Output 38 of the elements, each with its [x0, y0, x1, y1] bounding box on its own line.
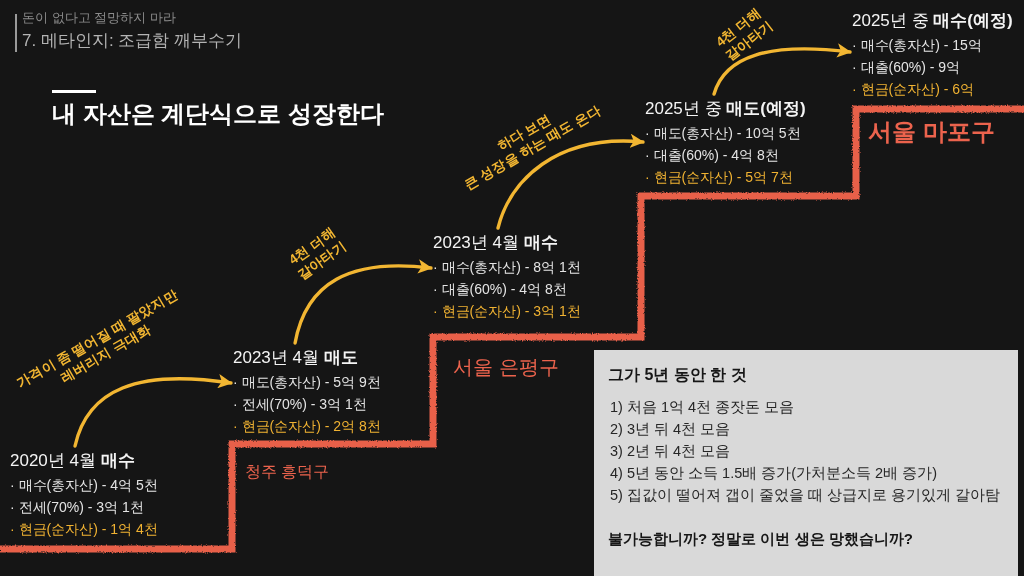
- list-item: 2) 3년 뒤 4천 모음: [609, 420, 732, 439]
- net-asset-line: · 현금(순자산) - 2억 8천: [233, 417, 381, 436]
- asset-line: · 전세(70%) - 3억 1천: [10, 498, 145, 517]
- asset-line: · 전세(70%) - 3억 1천: [233, 395, 368, 414]
- date-heading: 2023년 4월 매수: [433, 232, 559, 254]
- district-label: 서울 마포구: [868, 118, 995, 147]
- chapter-title: 7. 메타인지: 조급함 깨부수기: [22, 30, 243, 51]
- net-asset-line: · 현금(순자산) - 1억 4천: [10, 520, 158, 539]
- net-asset-line: · 현금(순자산) - 5억 7천: [645, 168, 794, 187]
- list-item: 4) 5년 동안 소득 1.5배 증가(가처분소득 2배 증가): [609, 464, 939, 483]
- curved-arrow: [73, 374, 233, 448]
- asset-line: · 대출(60%) - 4억 8천: [645, 146, 780, 165]
- asset-line: · 매도(총자산) - 10억 5천: [645, 124, 802, 143]
- asset-line: · 대출(60%) - 4억 8천: [433, 280, 568, 299]
- list-item: 5) 집값이 떨어져 갭이 줄었을 때 상급지로 용기있게 갈아탐: [609, 486, 1002, 505]
- asset-line: · 매도(총자산) - 5억 9천: [233, 373, 381, 392]
- net-asset-line: · 현금(순자산) - 3억 1천: [433, 302, 581, 321]
- curved-arrow: [712, 43, 852, 96]
- info-panel: [594, 350, 1018, 576]
- district-label: 청주 흥덕구: [245, 462, 330, 482]
- panel-heading: 그가 5년 동안 한 것: [608, 365, 748, 385]
- list-item: 1) 처음 1억 4천 종잣돈 모음: [609, 398, 796, 417]
- date-heading: 2023년 4월 매도: [233, 347, 359, 369]
- asset-line: · 매수(총자산) - 4억 5천: [10, 476, 158, 495]
- curved-arrow: [496, 134, 645, 230]
- slide-title: 내 자산은 계단식으로 성장한다: [52, 99, 384, 129]
- list-item: 3) 2년 뒤 4천 모음: [609, 442, 732, 461]
- asset-line: · 대출(60%) - 9억: [852, 58, 962, 77]
- asset-line: · 매수(총자산) - 15억: [852, 36, 983, 55]
- date-heading: 2025년 중 매수(예정): [852, 10, 1013, 32]
- closing-question: 불가능합니까? 정말로 이번 생은 망했습니까?: [608, 529, 914, 549]
- asset-line: · 매수(총자산) - 8억 1천: [433, 258, 581, 277]
- date-heading: 2025년 중 매도(예정): [645, 98, 806, 120]
- net-asset-line: · 현금(순자산) - 6억: [852, 80, 976, 99]
- district-label: 서울 은평구: [453, 355, 559, 379]
- curved-arrow: [293, 259, 433, 345]
- series-title: 돈이 없다고 절망하지 마라: [22, 9, 176, 26]
- date-heading: 2020년 4월 매수: [10, 450, 136, 472]
